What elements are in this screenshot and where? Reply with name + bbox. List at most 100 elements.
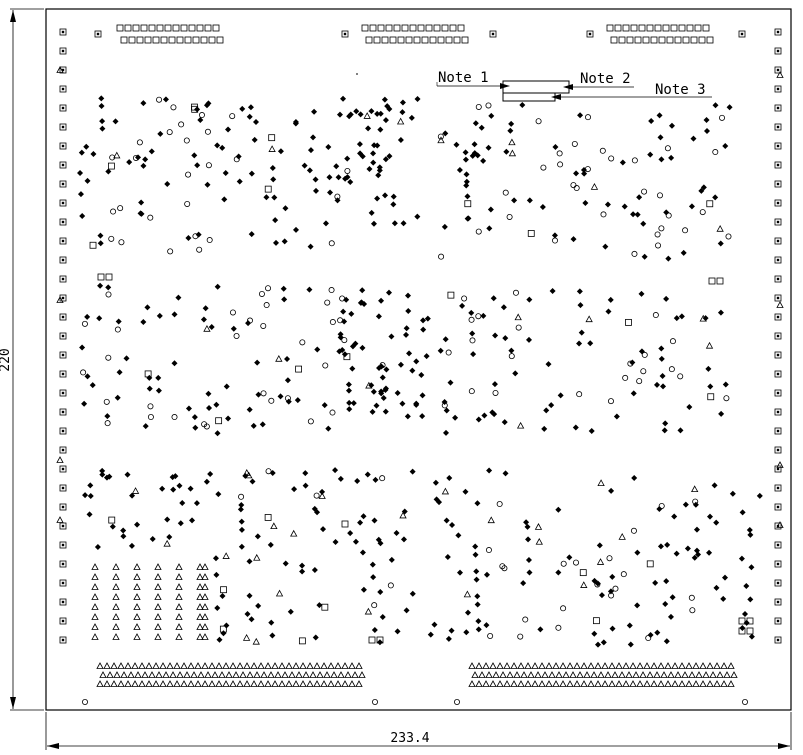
pad-circle — [441, 402, 448, 409]
pad-square — [188, 24, 196, 32]
pad-diamond — [155, 374, 162, 381]
pad-square — [401, 24, 409, 32]
component-layer — [56, 24, 784, 706]
pad-circle — [204, 128, 211, 135]
pad-triangle — [288, 671, 296, 678]
pad-diamond — [449, 522, 456, 529]
pad-boxed — [59, 465, 67, 473]
pad-square — [642, 36, 650, 44]
pad-circle — [512, 289, 519, 296]
pad-boxed-core — [61, 524, 65, 528]
pad-triangle — [587, 680, 595, 687]
pad-diamond — [359, 287, 366, 294]
pad-diamond — [462, 156, 469, 163]
pad-triangle — [348, 680, 356, 687]
pad-diamond — [322, 220, 329, 227]
pad-boxed — [774, 427, 782, 435]
pad-triangle — [596, 558, 605, 565]
pad-triangle — [327, 662, 335, 669]
pad-triangle — [91, 623, 99, 630]
pad-triangle — [358, 671, 366, 678]
pad-triangle — [485, 671, 493, 678]
pad-triangle — [154, 623, 162, 630]
pad-diamond — [662, 600, 669, 607]
pad-triangle — [196, 583, 204, 590]
pad-diamond — [587, 340, 594, 347]
pad-boxed-core — [61, 296, 65, 300]
pad-boxed-core — [776, 581, 780, 585]
pad-triangle — [175, 603, 183, 610]
pad-triangle — [257, 662, 265, 669]
pad-circle — [655, 242, 662, 249]
pad-circle — [669, 338, 676, 345]
pad-diamond — [539, 204, 546, 211]
pad-triangle — [264, 662, 272, 669]
pad-diamond — [79, 344, 86, 351]
pad-triangle — [201, 623, 209, 630]
pad-diamond — [157, 130, 164, 137]
pad-triangle — [341, 662, 349, 669]
pad-triangle — [548, 671, 556, 678]
pad-diamond — [270, 176, 277, 183]
pad-diamond — [669, 594, 676, 601]
pad-triangle — [534, 523, 543, 530]
pad-diamond — [268, 619, 275, 626]
pad-triangle — [285, 662, 293, 669]
pad-triangle — [552, 662, 560, 669]
pad-square — [215, 417, 223, 425]
pad-diamond — [177, 520, 184, 527]
pad-diamond — [707, 383, 714, 390]
pad-diamond — [372, 476, 379, 483]
pad-diamond — [164, 181, 171, 188]
pad-boxed — [774, 484, 782, 492]
pad-diamond — [664, 541, 671, 548]
pad-diamond — [729, 490, 736, 497]
pad-diamond — [273, 239, 280, 246]
pad-diamond — [383, 366, 390, 373]
pad-boxed-core — [776, 296, 780, 300]
pad-diamond — [149, 535, 156, 542]
pad-triangle — [120, 671, 128, 678]
pad-triangle — [678, 662, 686, 669]
pad-triangle — [482, 662, 490, 669]
pad-circle — [268, 397, 275, 404]
pad-triangle — [566, 662, 574, 669]
pad-diamond — [176, 482, 183, 489]
pad-circle — [552, 237, 559, 244]
pad-square — [606, 24, 614, 32]
pad-circle — [328, 240, 335, 247]
pad-circle — [475, 228, 482, 235]
pad-circle — [654, 231, 661, 238]
pad-boxed — [59, 142, 67, 150]
pad-diamond — [378, 297, 385, 304]
pad-diamond — [299, 562, 306, 569]
pad-diamond — [578, 329, 585, 336]
pad-diamond — [368, 108, 375, 115]
pad-diamond — [375, 313, 382, 320]
pad-diamond — [537, 626, 544, 633]
pad-triangle — [183, 671, 191, 678]
pad-diamond — [347, 111, 354, 118]
pad-triangle — [166, 680, 174, 687]
pad-triangle — [152, 662, 160, 669]
pad-diamond — [259, 421, 266, 428]
pad-circle — [692, 498, 699, 505]
pad-triangle — [622, 662, 630, 669]
pad-diamond — [371, 517, 378, 524]
pad-boxed — [59, 351, 67, 359]
pad-diamond — [144, 304, 151, 311]
pad-triangle — [688, 671, 696, 678]
pad-circle — [475, 103, 482, 110]
pad-triangle — [131, 487, 140, 494]
pad-square — [148, 24, 156, 32]
pad-square — [191, 103, 198, 111]
pad-boxed — [59, 275, 67, 283]
pad-diamond — [82, 492, 89, 499]
pad-boxed — [774, 237, 782, 245]
pad-diamond — [485, 144, 492, 151]
pad-triangle — [496, 662, 504, 669]
pad-circle — [105, 354, 112, 361]
pad-boxed — [774, 560, 782, 568]
pad-diamond — [179, 500, 186, 507]
pad-triangle — [201, 613, 209, 620]
